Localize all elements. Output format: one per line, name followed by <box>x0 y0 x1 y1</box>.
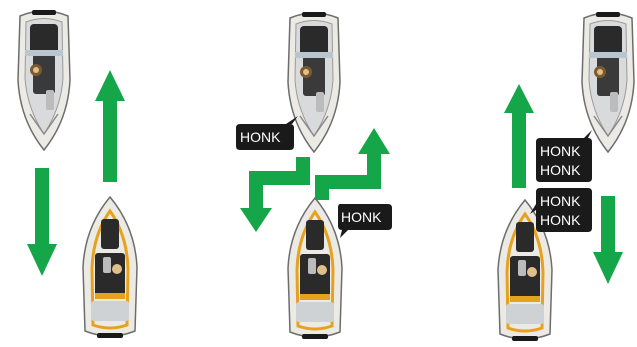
panel-meeting <box>18 10 137 338</box>
honk-bubble: HONK <box>338 204 392 238</box>
boat-southbound <box>18 10 70 150</box>
honk-bubble: HONK HONK <box>536 130 592 182</box>
honk-text: HONK <box>540 212 581 228</box>
panel-two-honks: HONK HONK HONK HONK <box>498 12 634 341</box>
arrow-up <box>95 70 125 182</box>
arrow-up <box>504 84 534 188</box>
honk-bubble: HONK <box>236 116 298 150</box>
arrow-turn-left <box>240 157 303 232</box>
honk-text: HONK <box>540 143 581 159</box>
arrow-turn-right <box>322 128 390 200</box>
honk-bubble: HONK HONK <box>530 188 592 232</box>
boat-southbound <box>582 12 634 152</box>
honk-text: HONK <box>341 209 382 225</box>
panel-one-honk: HONK HONK <box>236 12 392 339</box>
boat-northbound <box>83 197 137 338</box>
honk-text: HONK <box>540 162 581 178</box>
honk-text: HONK <box>240 129 281 145</box>
honk-text: HONK <box>540 193 581 209</box>
arrow-down <box>27 168 57 276</box>
boat-northbound <box>288 198 342 339</box>
boat-southbound <box>288 12 340 152</box>
arrow-down <box>593 196 623 284</box>
